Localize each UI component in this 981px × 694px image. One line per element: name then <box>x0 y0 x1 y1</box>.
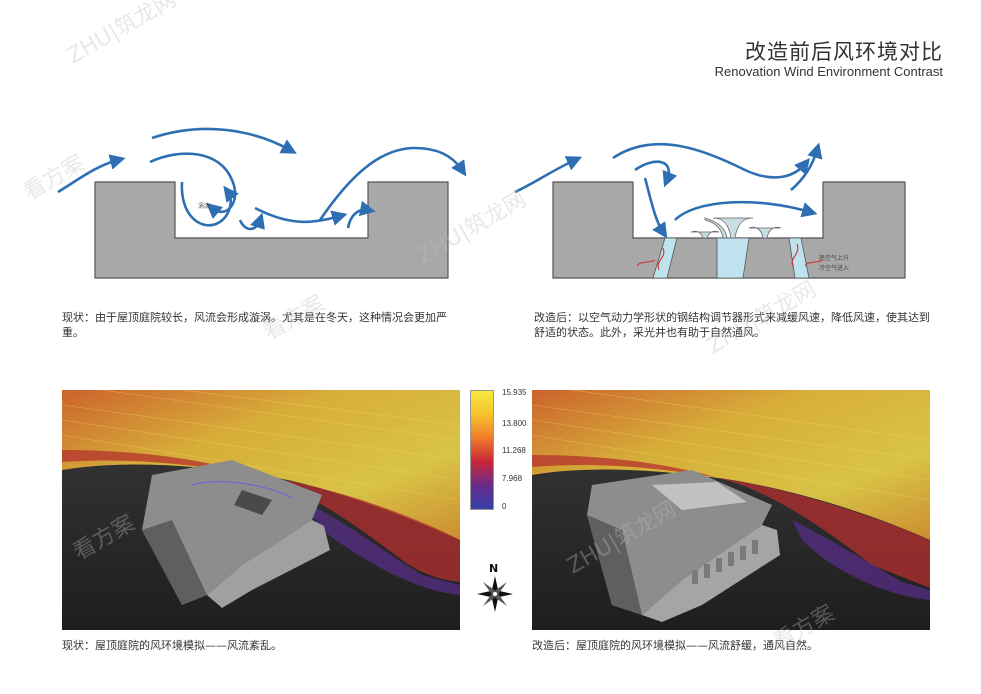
before-simulation-caption: 现状：屋顶庭院的风环境模拟——风流紊乱。 <box>62 639 282 652</box>
wind-arrow <box>674 200 818 221</box>
cold-air-arrow <box>804 259 824 267</box>
building-section <box>552 181 906 279</box>
wind-arrow <box>149 152 237 219</box>
hot-air-label: 热空气上升 <box>819 254 849 262</box>
after-wind-diagram: 热空气上升 冷空气进入 <box>514 142 906 279</box>
north-compass-icon: N <box>477 562 513 612</box>
legend-value: 13.800 <box>502 419 527 428</box>
after-diagram-caption: 改造后：以空气动力学形状的钢结构调节器形式来减缓风速，降低风速，使其达到舒适的状… <box>534 311 930 339</box>
wind-speed-legend <box>470 390 494 510</box>
hot-air-arrow <box>657 247 665 271</box>
compass-north-label: N <box>489 562 498 575</box>
cold-air-label: 冷空气进入 <box>819 264 849 272</box>
wind-arrow <box>790 142 823 191</box>
wind-arrow <box>151 127 297 154</box>
after-simulation-image <box>532 390 930 630</box>
legend-value: 11.268 <box>502 446 526 455</box>
wind-arrow <box>238 212 265 231</box>
wind-arrow <box>514 156 583 194</box>
wind-regulator <box>712 217 754 239</box>
before-wind-diagram: 涡流 <box>57 127 467 279</box>
wind-regulator <box>690 230 720 239</box>
building-section <box>94 181 449 279</box>
hot-air-arrow <box>791 243 799 267</box>
page-title: 改造前后风环境对比 <box>745 40 943 64</box>
wind-arrow <box>612 142 810 179</box>
after-simulation-caption: 改造后：屋顶庭院的风环境模拟——风流舒缓，通风自然。 <box>532 639 818 652</box>
wind-regulator <box>748 226 782 239</box>
legend-value: 7.968 <box>502 474 523 483</box>
wind-arrow <box>318 146 467 221</box>
lightwell <box>716 237 750 279</box>
wind-arrow <box>643 177 668 239</box>
vortex-label: 涡流 <box>198 202 210 210</box>
legend-value: 0 <box>502 502 507 511</box>
before-simulation-image <box>62 390 460 630</box>
wind-regulator <box>704 217 728 239</box>
wind-arrow <box>346 200 376 229</box>
wind-arrow <box>254 206 348 226</box>
cold-air-arrow <box>636 259 656 267</box>
legend-value: 15.935 <box>502 388 527 397</box>
wind-arrow <box>180 181 239 227</box>
wind-arrow <box>57 154 126 194</box>
watermark: ZHU|筑龙网 <box>63 0 181 70</box>
before-diagram-caption: 现状：由于屋顶庭院较长，风流会形成漩涡。尤其是在冬天，这种情况会更加严重。 <box>62 311 447 339</box>
wind-arrow <box>634 160 678 188</box>
page-subtitle: Renovation Wind Environment Contrast <box>714 64 943 79</box>
